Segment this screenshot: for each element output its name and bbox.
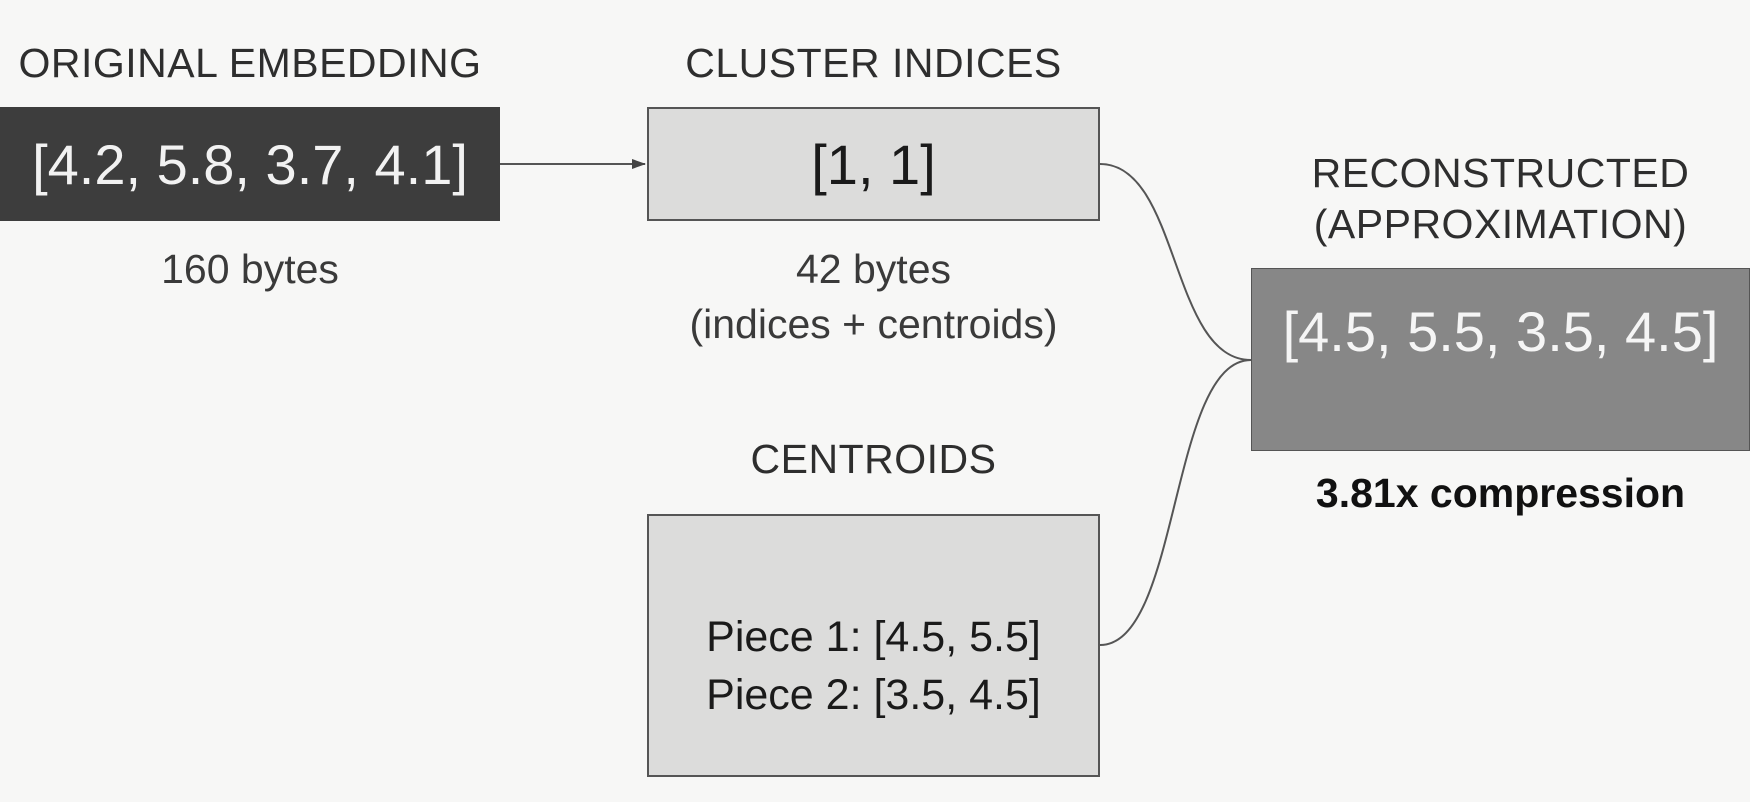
connector-indices-to-reconstructed (1099, 163, 1252, 361)
compression-ratio-label: 3.81x compression (1315, 470, 1686, 516)
original-size-label: 160 bytes (161, 246, 339, 292)
cluster-indices-value: [1, 1] (811, 132, 936, 196)
centroid-piece-2: Piece 2: [3.5, 4.5] (706, 670, 1041, 719)
cluster-indices-box: [1, 1] (647, 107, 1100, 221)
indices-size-note: (indices + centroids) (689, 301, 1058, 347)
original-embedding-box: [4.2, 5.8, 3.7, 4.1] (0, 107, 500, 221)
reconstructed-title: RECONSTRUCTED (1311, 150, 1690, 196)
original-embedding-title: ORIGINAL EMBEDDING (18, 40, 482, 86)
original-embedding-value: [4.2, 5.8, 3.7, 4.1] (32, 132, 468, 196)
reconstructed-value: [4.5, 5.5, 3.5, 4.5] (1282, 300, 1719, 363)
indices-size-label: 42 bytes (796, 246, 951, 292)
centroids-title: CENTROIDS (750, 436, 997, 482)
centroid-piece-1: Piece 1: [4.5, 5.5] (706, 612, 1041, 661)
connector-centroids-to-reconstructed (1099, 359, 1252, 646)
reconstructed-subtitle: (APPROXIMATION) (1313, 201, 1688, 247)
cluster-indices-title: CLUSTER INDICES (685, 40, 1062, 86)
reconstructed-box: [4.5, 5.5, 3.5, 4.5] (1251, 268, 1750, 451)
centroids-box: Piece 1: [4.5, 5.5] Piece 2: [3.5, 4.5] (647, 514, 1100, 777)
